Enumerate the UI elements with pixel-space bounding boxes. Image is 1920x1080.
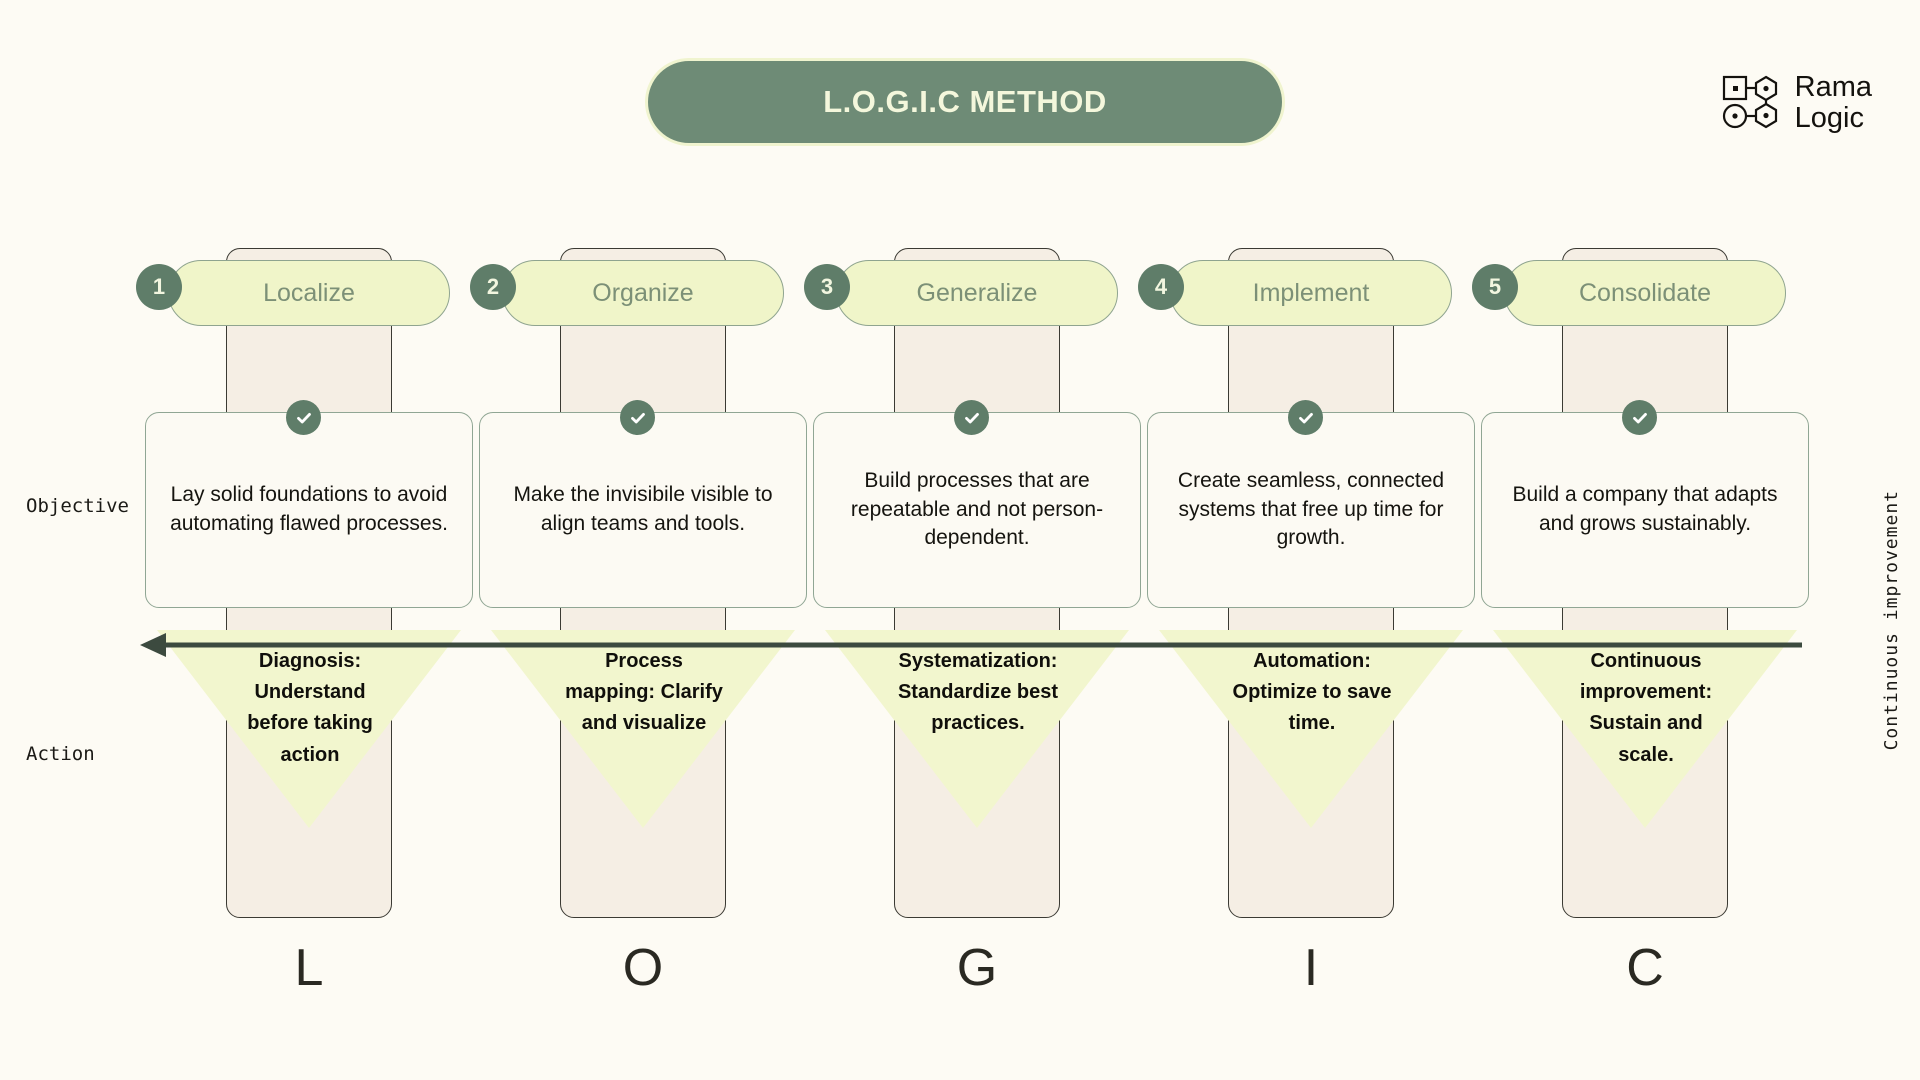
- check-circle-icon: [286, 400, 321, 435]
- stage-number-badge: 5: [1472, 264, 1518, 310]
- stage-number: 4: [1154, 274, 1168, 299]
- stage-name: Organize: [592, 278, 694, 307]
- node-graph-icon: [1721, 73, 1783, 134]
- stage-column-generalize[interactable]: 3 Generalize Build processes that are re…: [804, 248, 1141, 997]
- stage-letter: O: [622, 939, 664, 997]
- stage-column-organize[interactable]: 2 Organize Make the invisibile visible t…: [470, 248, 807, 997]
- action-text: Systematization: Standardize best practi…: [897, 650, 1059, 735]
- action-text: Diagnosis: Understand before taking acti…: [247, 650, 373, 766]
- objective-card[interactable]: Create seamless, connected systems that …: [1147, 412, 1475, 608]
- brand-line-2: Logic: [1794, 102, 1864, 135]
- stage-name-pill-organize[interactable]: Organize: [502, 260, 784, 326]
- stage-letter: G: [956, 939, 998, 997]
- stage-name-pill-consolidate[interactable]: Consolidate: [1504, 260, 1786, 326]
- objective-card[interactable]: Build a company that adapts and grows su…: [1481, 412, 1809, 608]
- stage-letter: C: [1626, 939, 1664, 997]
- stage-letter: L: [294, 939, 324, 997]
- objective-text: Lay solid foundations to avoid automatin…: [170, 483, 448, 535]
- objective-row-label: Objective: [26, 495, 129, 517]
- stage-number-badge: 2: [470, 264, 516, 310]
- action-text: Continuous improvement: Sustain and scal…: [1579, 650, 1713, 766]
- stage-name: Generalize: [916, 278, 1038, 307]
- check-circle-icon: [1288, 400, 1323, 435]
- brand-logo: Rama Logic: [1721, 71, 1872, 135]
- objective-text: Build a company that adapts and grows su…: [1512, 483, 1778, 535]
- action-text: Process mapping: Clarify and visualize: [565, 650, 723, 735]
- stage-column-consolidate[interactable]: 5 Consolidate Build a company that adapt…: [1472, 248, 1809, 997]
- action-row-label: Action: [26, 743, 95, 765]
- stage-column-localize[interactable]: 1 Localize Lay solid foundations to avoi…: [136, 248, 473, 997]
- stage-number: 3: [820, 274, 834, 299]
- continuous-improvement-arrow: [140, 633, 1802, 657]
- stage-letter: I: [1303, 939, 1319, 997]
- brand-line-1: Rama: [1794, 71, 1872, 103]
- page-title: L.O.G.I.C METHOD: [645, 58, 1285, 146]
- objective-text: Build processes that are repeatable and …: [850, 468, 1104, 550]
- stage-number: 1: [152, 274, 166, 299]
- check-circle-icon: [620, 400, 655, 435]
- objective-text: Create seamless, connected systems that …: [1177, 468, 1445, 550]
- stage-number-badge: 1: [136, 264, 182, 310]
- action-text: Automation: Optimize to save time.: [1232, 650, 1392, 735]
- check-circle-icon: [954, 400, 989, 435]
- continuous-improvement-label: Continuous improvement: [1881, 490, 1902, 751]
- stage-number: 2: [486, 274, 500, 299]
- stage-name: Localize: [263, 278, 355, 307]
- objective-card[interactable]: Make the invisibile visible to align tea…: [479, 412, 807, 608]
- objective-card[interactable]: Lay solid foundations to avoid automatin…: [145, 412, 473, 608]
- objective-text: Make the invisibile visible to align tea…: [513, 483, 773, 535]
- stage-number-badge: 4: [1138, 264, 1184, 310]
- stage-name: Implement: [1252, 278, 1370, 307]
- stage-name-pill-localize[interactable]: Localize: [168, 260, 450, 326]
- stage-number-badge: 3: [804, 264, 850, 310]
- stage-number: 5: [1488, 274, 1502, 299]
- stage-name-pill-implement[interactable]: Implement: [1170, 260, 1452, 326]
- objective-card[interactable]: Build processes that are repeatable and …: [813, 412, 1141, 608]
- stage-name-pill-generalize[interactable]: Generalize: [836, 260, 1118, 326]
- stage-name: Consolidate: [1578, 278, 1712, 307]
- stage-column-implement[interactable]: 4 Implement Create seamless, connected s…: [1138, 248, 1475, 997]
- check-circle-icon: [1622, 400, 1657, 435]
- brand-name: Rama Logic: [1794, 71, 1872, 135]
